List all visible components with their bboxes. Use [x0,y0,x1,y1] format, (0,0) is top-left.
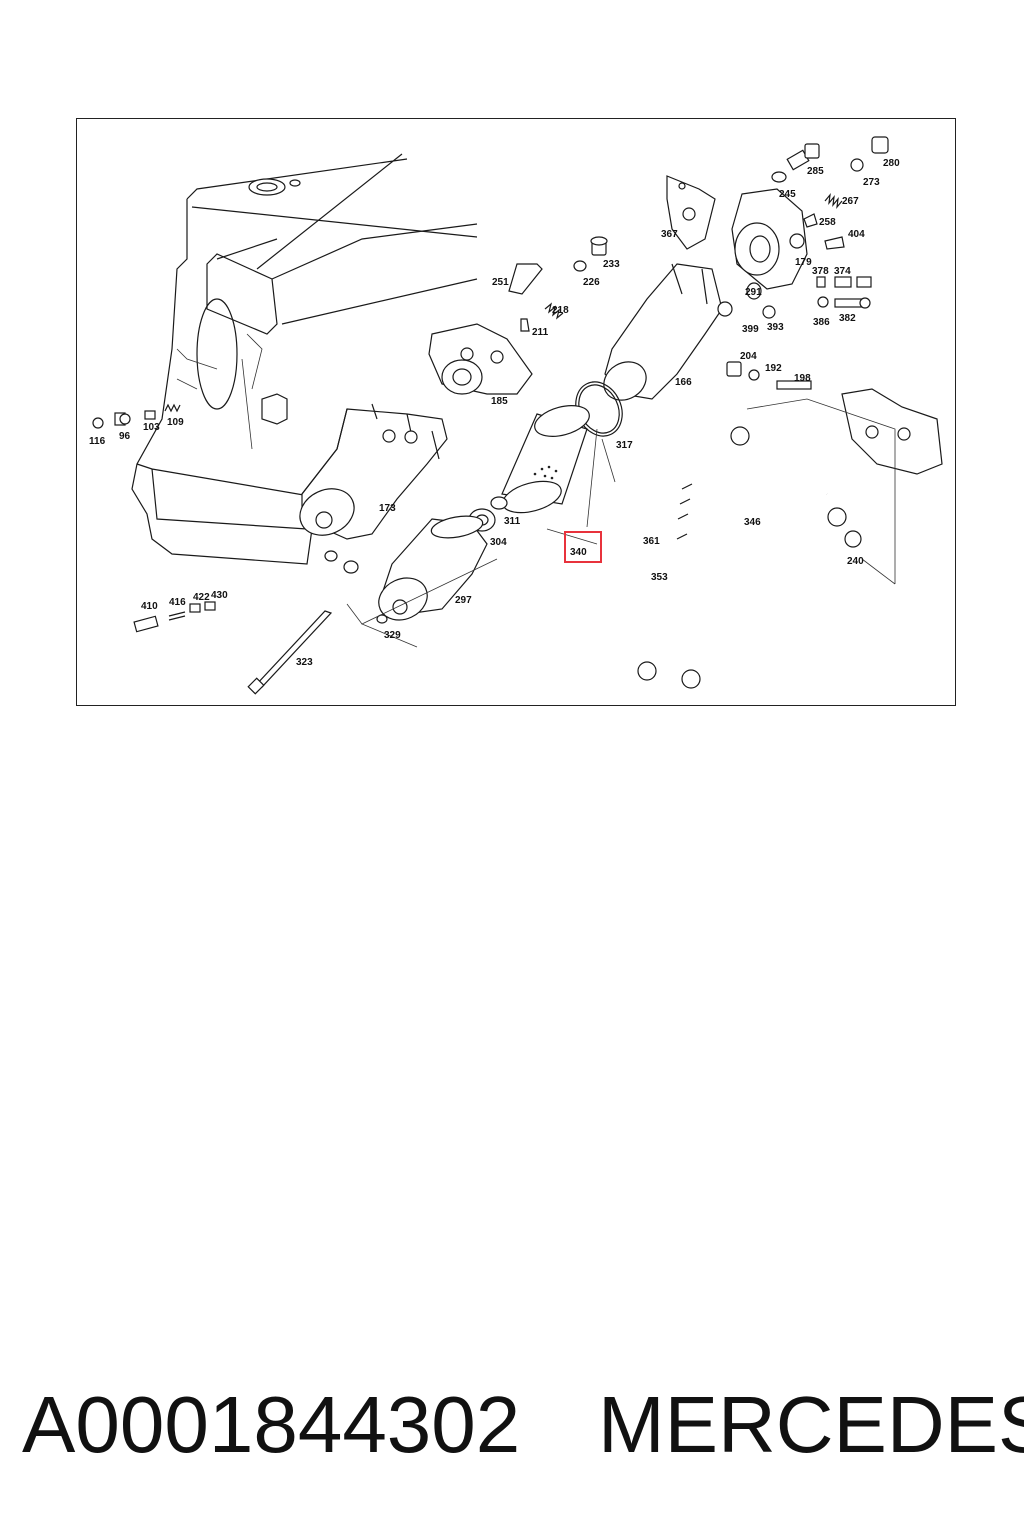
callout-430: 430 [211,590,228,601]
small-parts-410 [133,601,216,633]
callout-116: 116 [89,436,106,447]
callout-285: 285 [807,166,824,177]
filter-housing-297 [378,515,488,621]
callout-245: 245 [779,189,796,200]
leader-lines [346,398,896,648]
callout-109: 109 [167,417,184,428]
callout-185: 185 [491,396,508,407]
callout-323: 323 [296,657,313,668]
callout-422: 422 [193,592,210,603]
callout-labels: 116 96 103 109 173 185 251 218 211 226 2… [89,158,900,668]
brand-name: MERCEDES [598,1380,1024,1469]
callout-361: 361 [643,536,660,547]
callout-273: 273 [863,177,880,188]
callout-211: 211 [532,327,549,338]
callout-410: 410 [141,601,158,612]
filter-housing-166 [603,263,776,401]
callout-317: 317 [616,440,633,451]
bolt-group-251 [508,263,564,332]
filter-head-179 [731,188,808,290]
callout-367: 367 [661,229,678,240]
callout-346: 346 [744,517,761,528]
part-number: A0001844302 [22,1380,521,1469]
callout-416: 416 [169,597,186,608]
callout-378: 378 [812,266,829,277]
callout-204: 204 [740,351,757,362]
callout-251: 251 [492,277,509,288]
exploded-view-drawing: 116 96 103 109 173 185 251 218 211 226 2… [89,136,943,695]
callout-233: 233 [603,259,620,270]
callout-173: 173 [379,503,396,514]
callout-198: 198 [794,373,811,384]
parts-diagram: 116 96 103 109 173 185 251 218 211 226 2… [76,118,956,706]
engine-block-drawing [131,153,478,565]
callout-166: 166 [675,377,692,388]
callout-179: 179 [795,257,812,268]
callout-291: 291 [745,287,762,298]
callout-382: 382 [839,313,856,324]
callout-192: 192 [765,363,782,374]
callout-96: 96 [119,431,131,442]
small-parts-upper-right [771,136,889,309]
plate-367 [666,175,716,250]
callout-280: 280 [883,158,900,169]
bracket-240 [841,388,943,475]
bolt-323 [247,610,333,695]
highlight-box-340 [564,531,602,563]
callout-374: 374 [834,266,851,277]
small-parts-left [92,403,181,429]
callout-304: 304 [490,537,507,548]
callout-297: 297 [455,595,472,606]
small-parts-204 [726,361,812,390]
callout-399: 399 [742,324,759,335]
callout-393: 393 [767,322,784,333]
oil-lines [637,426,862,689]
filter-element-340 [501,405,590,514]
callout-258: 258 [819,217,836,228]
rings-297 [324,550,388,624]
filter-head-185 [428,323,533,395]
callout-240: 240 [847,556,864,567]
callout-311: 311 [504,516,521,527]
callout-226: 226 [583,277,600,288]
callout-386: 386 [813,317,830,328]
callout-340: 340 [570,547,587,558]
callout-218: 218 [552,305,569,316]
callout-404: 404 [848,229,865,240]
callout-103: 103 [143,422,160,433]
callout-353: 353 [651,572,668,583]
callout-329: 329 [384,630,401,641]
callout-267: 267 [842,196,859,207]
filter-housing-173 [299,403,448,540]
plug-233 [573,236,608,272]
